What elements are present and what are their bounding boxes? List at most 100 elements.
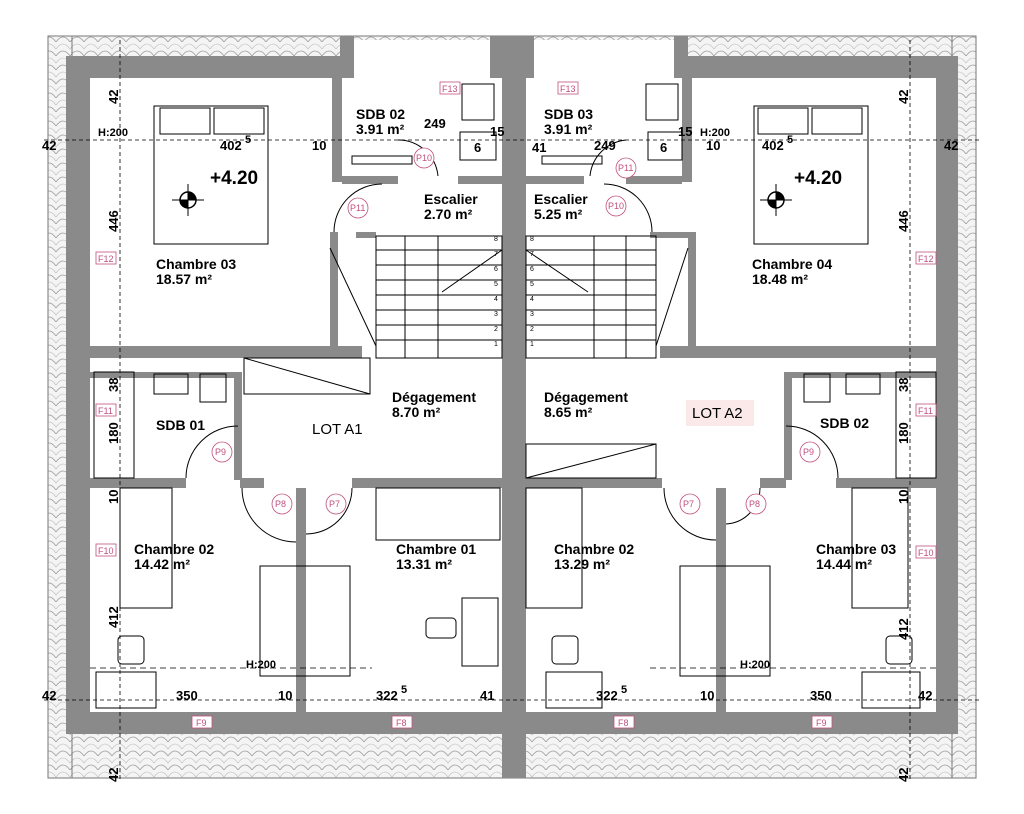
room-area-sdb02-top: 3.91 m²	[356, 121, 405, 137]
dim-350-left: 350	[176, 688, 198, 703]
svg-text:4: 4	[494, 296, 498, 303]
room-area-chambre02-right: 13.29 m²	[554, 556, 610, 572]
dim-sup5: 5	[245, 134, 251, 146]
dim-42-top-right-v: 42	[896, 90, 911, 104]
door-tag-p10-left: P10	[416, 153, 432, 163]
svg-text:5: 5	[530, 281, 534, 288]
room-area-chambre04-right: 18.48 m²	[752, 271, 808, 287]
dim-38-left: 38	[106, 378, 121, 392]
room-area-chambre02-left: 14.42 m²	[134, 556, 190, 572]
room-area-degagement-right: 8.65 m²	[544, 404, 593, 420]
room-name-chambre01-left: Chambre 01	[396, 541, 476, 557]
window-tag-f11-left: F11	[98, 406, 113, 416]
dim-41-top: 41	[532, 140, 546, 155]
closet-right	[679, 565, 771, 677]
door-tag-p7-left: P7	[329, 499, 340, 509]
lot-label-a1: LOT A1	[312, 421, 363, 438]
room-name-sdb02-top: SDB 02	[356, 106, 405, 122]
bed-chambre03-right	[851, 487, 909, 609]
svg-text:2: 2	[494, 326, 498, 333]
dim-6-left: 6	[474, 140, 481, 155]
level-marker-left	[172, 184, 204, 216]
desk-chambre02-left	[95, 671, 157, 709]
door-tag-p10-right: P10	[608, 201, 624, 211]
dim-42-top-left-v: 42	[106, 90, 121, 104]
desk-chambre01	[461, 597, 499, 667]
shower-sdb03-top	[541, 155, 603, 165]
window-tag-f10-right: F10	[918, 548, 934, 558]
dim-412-right: 412	[896, 618, 911, 640]
window-tag-f13-left: F13	[442, 84, 458, 94]
dim-10-mid-right: 10	[896, 490, 911, 504]
dim-249-right: 249	[594, 138, 616, 153]
svg-text:2: 2	[530, 326, 534, 333]
svg-text:6: 6	[494, 266, 498, 273]
dim-10-top-right: 10	[706, 138, 720, 153]
dim-446-left: 446	[106, 210, 121, 232]
dim-15-right: 15	[678, 124, 692, 139]
dim-15-left: 15	[490, 124, 504, 139]
room-name-chambre04-right: Chambre 04	[752, 256, 832, 272]
room-area-degagement-left: 8.70 m²	[392, 404, 441, 420]
cupboard-degagement-left	[243, 357, 371, 395]
sink-sdb02-top	[461, 83, 495, 121]
window-tag-f10-left: F10	[98, 546, 114, 556]
dim-322-right: 322	[596, 688, 618, 703]
level-label-right: +4.20	[794, 168, 842, 189]
window-tags	[95, 81, 937, 729]
dim-42-top-left: 42	[42, 138, 56, 153]
bed-chambre03-left	[153, 105, 269, 245]
door-tags	[211, 147, 821, 515]
sink-left	[153, 373, 189, 395]
toilet-sdb02-top	[459, 131, 497, 161]
room-area-chambre03-left: 18.57 m²	[156, 271, 212, 287]
toilet-sdb03-top	[647, 131, 683, 161]
door-tag-p7-right: P7	[683, 499, 694, 509]
dim-322-left: 322	[376, 688, 398, 703]
bathtub-left	[93, 371, 135, 479]
staircase-right	[525, 235, 657, 359]
room-name-escalier-left: Escalier	[424, 191, 478, 207]
room-name-sdb03-top: SDB 03	[544, 106, 593, 122]
room-name-chambre03-right: Chambre 03	[816, 541, 896, 557]
svg-text:3: 3	[530, 311, 534, 318]
toilet-right	[803, 373, 831, 403]
dim-350-right: 350	[810, 688, 832, 703]
sink-right	[845, 373, 881, 395]
svg-text:7: 7	[494, 251, 498, 258]
lot-highlight-a2	[686, 400, 754, 426]
closet-left	[259, 565, 351, 677]
dim-sup5-right: 5	[787, 134, 793, 146]
dim-402-left: 402	[220, 138, 242, 153]
dim-10-bottom-left: 10	[278, 688, 292, 703]
chairs	[117, 617, 913, 665]
bed-chambre01-left	[375, 487, 501, 541]
dim-10-bottom-right: 10	[700, 688, 714, 703]
svg-text:1: 1	[494, 341, 498, 348]
party-wall	[502, 36, 526, 778]
dimension-lines	[44, 40, 980, 780]
dim-42-bottom-right-v: 42	[896, 768, 911, 782]
room-name-degagement-right: Dégagement	[544, 389, 628, 405]
stair-step-numbers: 8 7 6 5 4 3 2 1 8 7 6 5 4 3 2 1	[494, 236, 534, 348]
dim-10-mid-left: 10	[106, 490, 121, 504]
bed-chambre04-right	[753, 105, 869, 245]
window-tag-f12-left: F12	[98, 254, 114, 264]
room-name-escalier-right: Escalier	[534, 191, 588, 207]
room-name-chambre02-left: Chambre 02	[134, 541, 214, 557]
room-name-chambre03-left: Chambre 03	[156, 256, 236, 272]
level-marker-right	[760, 184, 792, 216]
door-tag-p11-right: P11	[618, 163, 633, 173]
svg-text:4: 4	[530, 296, 534, 303]
dim-38-right: 38	[896, 378, 911, 392]
svg-text:8: 8	[530, 236, 534, 243]
furniture	[93, 83, 937, 709]
dim-412-left: 412	[106, 606, 121, 628]
bed-chambre02-right	[525, 487, 583, 609]
window-tag-f11-right: F11	[918, 406, 933, 416]
dim-sup5-bottom-left: 5	[401, 684, 407, 696]
door-tag-p8-left: P8	[275, 499, 286, 509]
room-name-degagement-left: Dégagement	[392, 389, 476, 405]
dim-42-bottom-left-v: 42	[106, 768, 121, 782]
